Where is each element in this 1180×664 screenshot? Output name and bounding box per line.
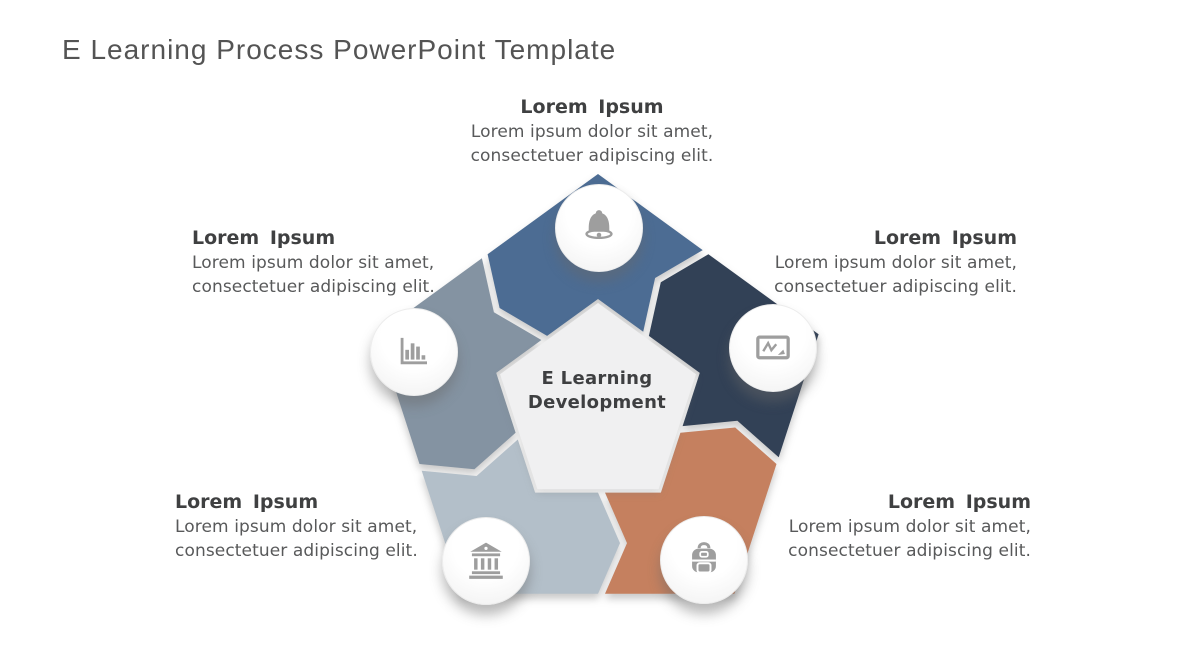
- item-body: Lorem ipsum dolor sit amet, consectetuer…: [192, 253, 435, 297]
- item-heading: Lorem Ipsum: [887, 491, 1031, 513]
- icon-badge-lower-left: [442, 517, 530, 605]
- item-body: Lorem ipsum dolor sit amet, consectetuer…: [788, 517, 1031, 561]
- text-block-upper-right: Lorem Ipsum Lorem ipsum dolor sit amet, …: [737, 227, 1017, 300]
- icon-badge-upper-left: [370, 308, 458, 396]
- icon-badge-top: [555, 184, 643, 272]
- center-label: E Learning Development: [527, 368, 667, 414]
- bar-chart-icon: [400, 337, 427, 365]
- item-heading: Lorem Ipsum: [873, 227, 1017, 249]
- item-heading: Lorem Ipsum: [175, 491, 319, 513]
- item-body: Lorem ipsum dolor sit amet, consectetuer…: [175, 517, 418, 561]
- item-body: Lorem ipsum dolor sit amet, consectetuer…: [774, 253, 1017, 297]
- text-block-lower-right: Lorem Ipsum Lorem ipsum dolor sit amet, …: [751, 491, 1031, 564]
- drawing-tablet-icon: [756, 335, 790, 360]
- text-block-lower-left: Lorem Ipsum Lorem ipsum dolor sit amet, …: [175, 491, 455, 564]
- bank-icon: [469, 542, 503, 579]
- page-title: E Learning Process PowerPoint Template: [62, 34, 617, 65]
- text-block-top: Lorem Ipsum Lorem ipsum dolor sit amet, …: [442, 96, 742, 169]
- backpack-icon: [692, 542, 716, 574]
- icon-badge-upper-right: [729, 304, 817, 392]
- bell-icon: [585, 210, 613, 240]
- item-body: Lorem ipsum dolor sit amet, consectetuer…: [470, 122, 714, 166]
- text-block-upper-left: Lorem Ipsum Lorem ipsum dolor sit amet, …: [192, 227, 472, 300]
- item-heading: Lorem Ipsum: [192, 227, 336, 249]
- icon-badge-lower-right: [660, 516, 748, 604]
- item-heading: Lorem Ipsum: [520, 96, 664, 118]
- center-pentagon: [500, 303, 696, 490]
